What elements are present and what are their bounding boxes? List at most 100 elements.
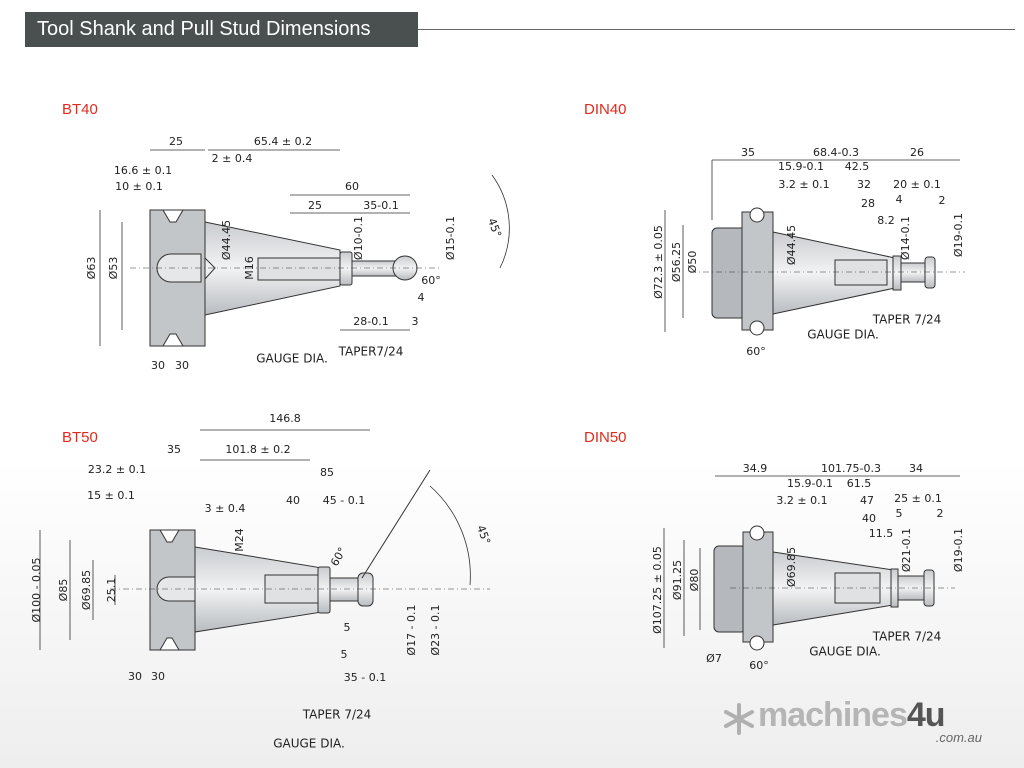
din50-title: DIN50 — [584, 429, 627, 446]
bt40-dimension-label: 25 — [169, 135, 183, 148]
bt40-dimension-label: 4 — [417, 291, 425, 304]
bt50-dimension-label: 25.1 — [105, 577, 118, 603]
din40-dimension-label: 68.4-0.3 — [813, 146, 859, 159]
bt40-dimension-label: GAUGE DIA. — [256, 351, 328, 366]
header-title: Tool Shank and Pull Stud Dimensions — [37, 18, 371, 40]
din50-dimension-label: 34 — [909, 462, 923, 475]
din40-dimension-label: Ø50 — [686, 250, 699, 274]
bt50-dimension-label: TAPER 7/24 — [302, 707, 372, 722]
din50-dimension-label: TAPER 7/24 — [872, 629, 942, 644]
din50-dimension-label: Ø69.85 — [785, 546, 798, 588]
bt40-dimension-label: M16 — [243, 256, 256, 280]
bt40-dimension-label: Ø53 — [107, 256, 120, 280]
bt40-dimension-label: 60 — [345, 180, 359, 193]
bt40-dimension-label: Ø44.45 — [220, 219, 233, 261]
bt50-dimension-label: 5 — [343, 621, 351, 634]
din40-dimension-label: 35 — [741, 146, 755, 159]
bt50-dimension-label: M24 — [233, 528, 246, 552]
bt40-dimension-label: 16.6 ± 0.1 — [113, 164, 173, 177]
bt40-dimension-label: 30 — [151, 359, 165, 372]
bt50-dimension-label: Ø17 - 0.1 — [405, 604, 418, 656]
din50-dimension-label: Ø107.25 ± 0.05 — [651, 546, 664, 634]
din40-dimension-label: 4 — [895, 193, 903, 206]
dimension-lines — [39, 149, 960, 650]
bt50-dimension-label: 35 — [167, 443, 181, 456]
din40-title: DIN40 — [584, 101, 627, 118]
bt50-dimension-label: Ø23 - 0.1 — [429, 604, 442, 656]
bt50-dimension-label: Ø69.85 — [80, 569, 93, 611]
din50-dimension-label: 11.5 — [868, 527, 894, 540]
bt40-dimension-label: Ø63 — [85, 256, 98, 280]
bt50-dimension-label: GAUGE DIA. — [273, 736, 345, 751]
din40-dimension-label: 42.5 — [844, 160, 870, 173]
din50-dimension-label: 3.2 ± 0.1 — [776, 494, 828, 507]
bt40-dimension-label: Ø15-0.1 — [444, 215, 457, 261]
din50-dimension-label: 101.75-0.3 — [821, 462, 881, 475]
logo-domain: .com.au — [935, 730, 982, 745]
bt50-dimension-label: 45 - 0.1 — [322, 494, 366, 507]
bt40-dimension-label: 10 ± 0.1 — [115, 180, 163, 193]
bt50-dimension-label: 35 - 0.1 — [343, 671, 387, 684]
din40-dimension-label: 3.2 ± 0.1 — [778, 178, 830, 191]
din50-dimension-label: 34.9 — [742, 462, 768, 475]
din40-dimension-label: Ø72.3 ± 0.05 — [652, 225, 665, 299]
bt40-dimension-label: 30 — [175, 359, 189, 372]
din40-dimension-label: 15.9-0.1 — [778, 160, 824, 173]
din50-dimension-label: Ø91.25 — [671, 559, 684, 601]
logo-accent: 4u — [906, 696, 946, 734]
bt40-dimension-label: 2 ± 0.4 — [211, 152, 253, 165]
din50-dimension-label: Ø19-0.1 — [952, 527, 965, 573]
din50-dimension-label: Ø7 — [706, 652, 722, 665]
din50-dimension-label: 47 — [860, 494, 874, 507]
bt50-dimension-label: 146.8 — [269, 412, 301, 425]
bt40-dimension-label: 28-0.1 — [353, 315, 389, 328]
header-divider — [418, 29, 1015, 30]
bt50-dimension-label: 30 — [151, 670, 165, 683]
section-header: Tool Shank and Pull Stud Dimensions — [25, 12, 418, 47]
bt50-dimension-label: 40 — [286, 494, 300, 507]
din50-dimension-label: 5 — [895, 507, 903, 520]
din40-dimension-label: Ø56.25 — [670, 241, 683, 283]
din40-dimension-label: 28 — [861, 197, 875, 210]
bt40-dimension-label: 35-0.1 — [363, 199, 399, 212]
din40-dimension-label: GAUGE DIA. — [807, 327, 879, 342]
din40-dimension-label: 32 — [857, 178, 871, 191]
din50-dimension-label: Ø80 — [688, 568, 701, 592]
din40-drawing — [711, 207, 936, 336]
bt40-dimension-label: TAPER7/24 — [338, 344, 404, 359]
din50-dimension-label: 25 ± 0.1 — [894, 492, 942, 505]
din50-drawing — [713, 525, 935, 651]
din50-dimension-label: 60° — [749, 659, 769, 672]
din40-dimension-label: TAPER 7/24 — [872, 312, 942, 327]
bt50-title: BT50 — [62, 429, 98, 446]
center-lines — [110, 267, 965, 590]
din50-dimension-label: 61.5 — [846, 477, 872, 490]
bt40-dimension-label: 60° — [421, 274, 441, 287]
logo-name: machines — [758, 696, 908, 734]
bt50-dimension-label: 101.8 ± 0.2 — [225, 443, 291, 456]
bt40-title: BT40 — [62, 101, 98, 118]
din40-dimension-label: 60° — [746, 345, 766, 358]
din40-dimension-label: Ø19-0.1 — [952, 212, 965, 258]
bt50-dimension-label: 5 — [340, 648, 348, 661]
din50-dimension-label: 40 — [862, 512, 876, 525]
bt40-dimension-label: 65.4 ± 0.2 — [253, 135, 313, 148]
din50-dimension-label: 15.9-0.1 — [787, 477, 833, 490]
bt40-dimension-label: Ø10-0.1 — [352, 215, 365, 261]
bt50-dimension-label: Ø85 — [57, 578, 70, 602]
bt50-dimension-label: Ø100 - 0.05 — [30, 557, 43, 623]
bt50-drawing — [149, 469, 431, 651]
bt50-dimension-label: 30 — [128, 670, 142, 683]
din40-dimension-label: 8.2 — [877, 214, 895, 227]
din50-dimension-label: GAUGE DIA. — [809, 644, 881, 659]
din50-dimension-label: Ø21-0.1 — [900, 527, 913, 573]
din40-dimension-label: 20 ± 0.1 — [893, 178, 941, 191]
din40-dimension-label: 26 — [910, 146, 924, 159]
bt40-dimension-label: 3 — [411, 315, 419, 328]
din40-dimension-label: 2 — [938, 194, 946, 207]
din50-dimension-label: 2 — [936, 507, 944, 520]
bt50-dimension-label: 15 ± 0.1 — [87, 489, 135, 502]
snowflake-logo-icon — [724, 703, 754, 735]
bt40-drawing — [149, 209, 418, 347]
